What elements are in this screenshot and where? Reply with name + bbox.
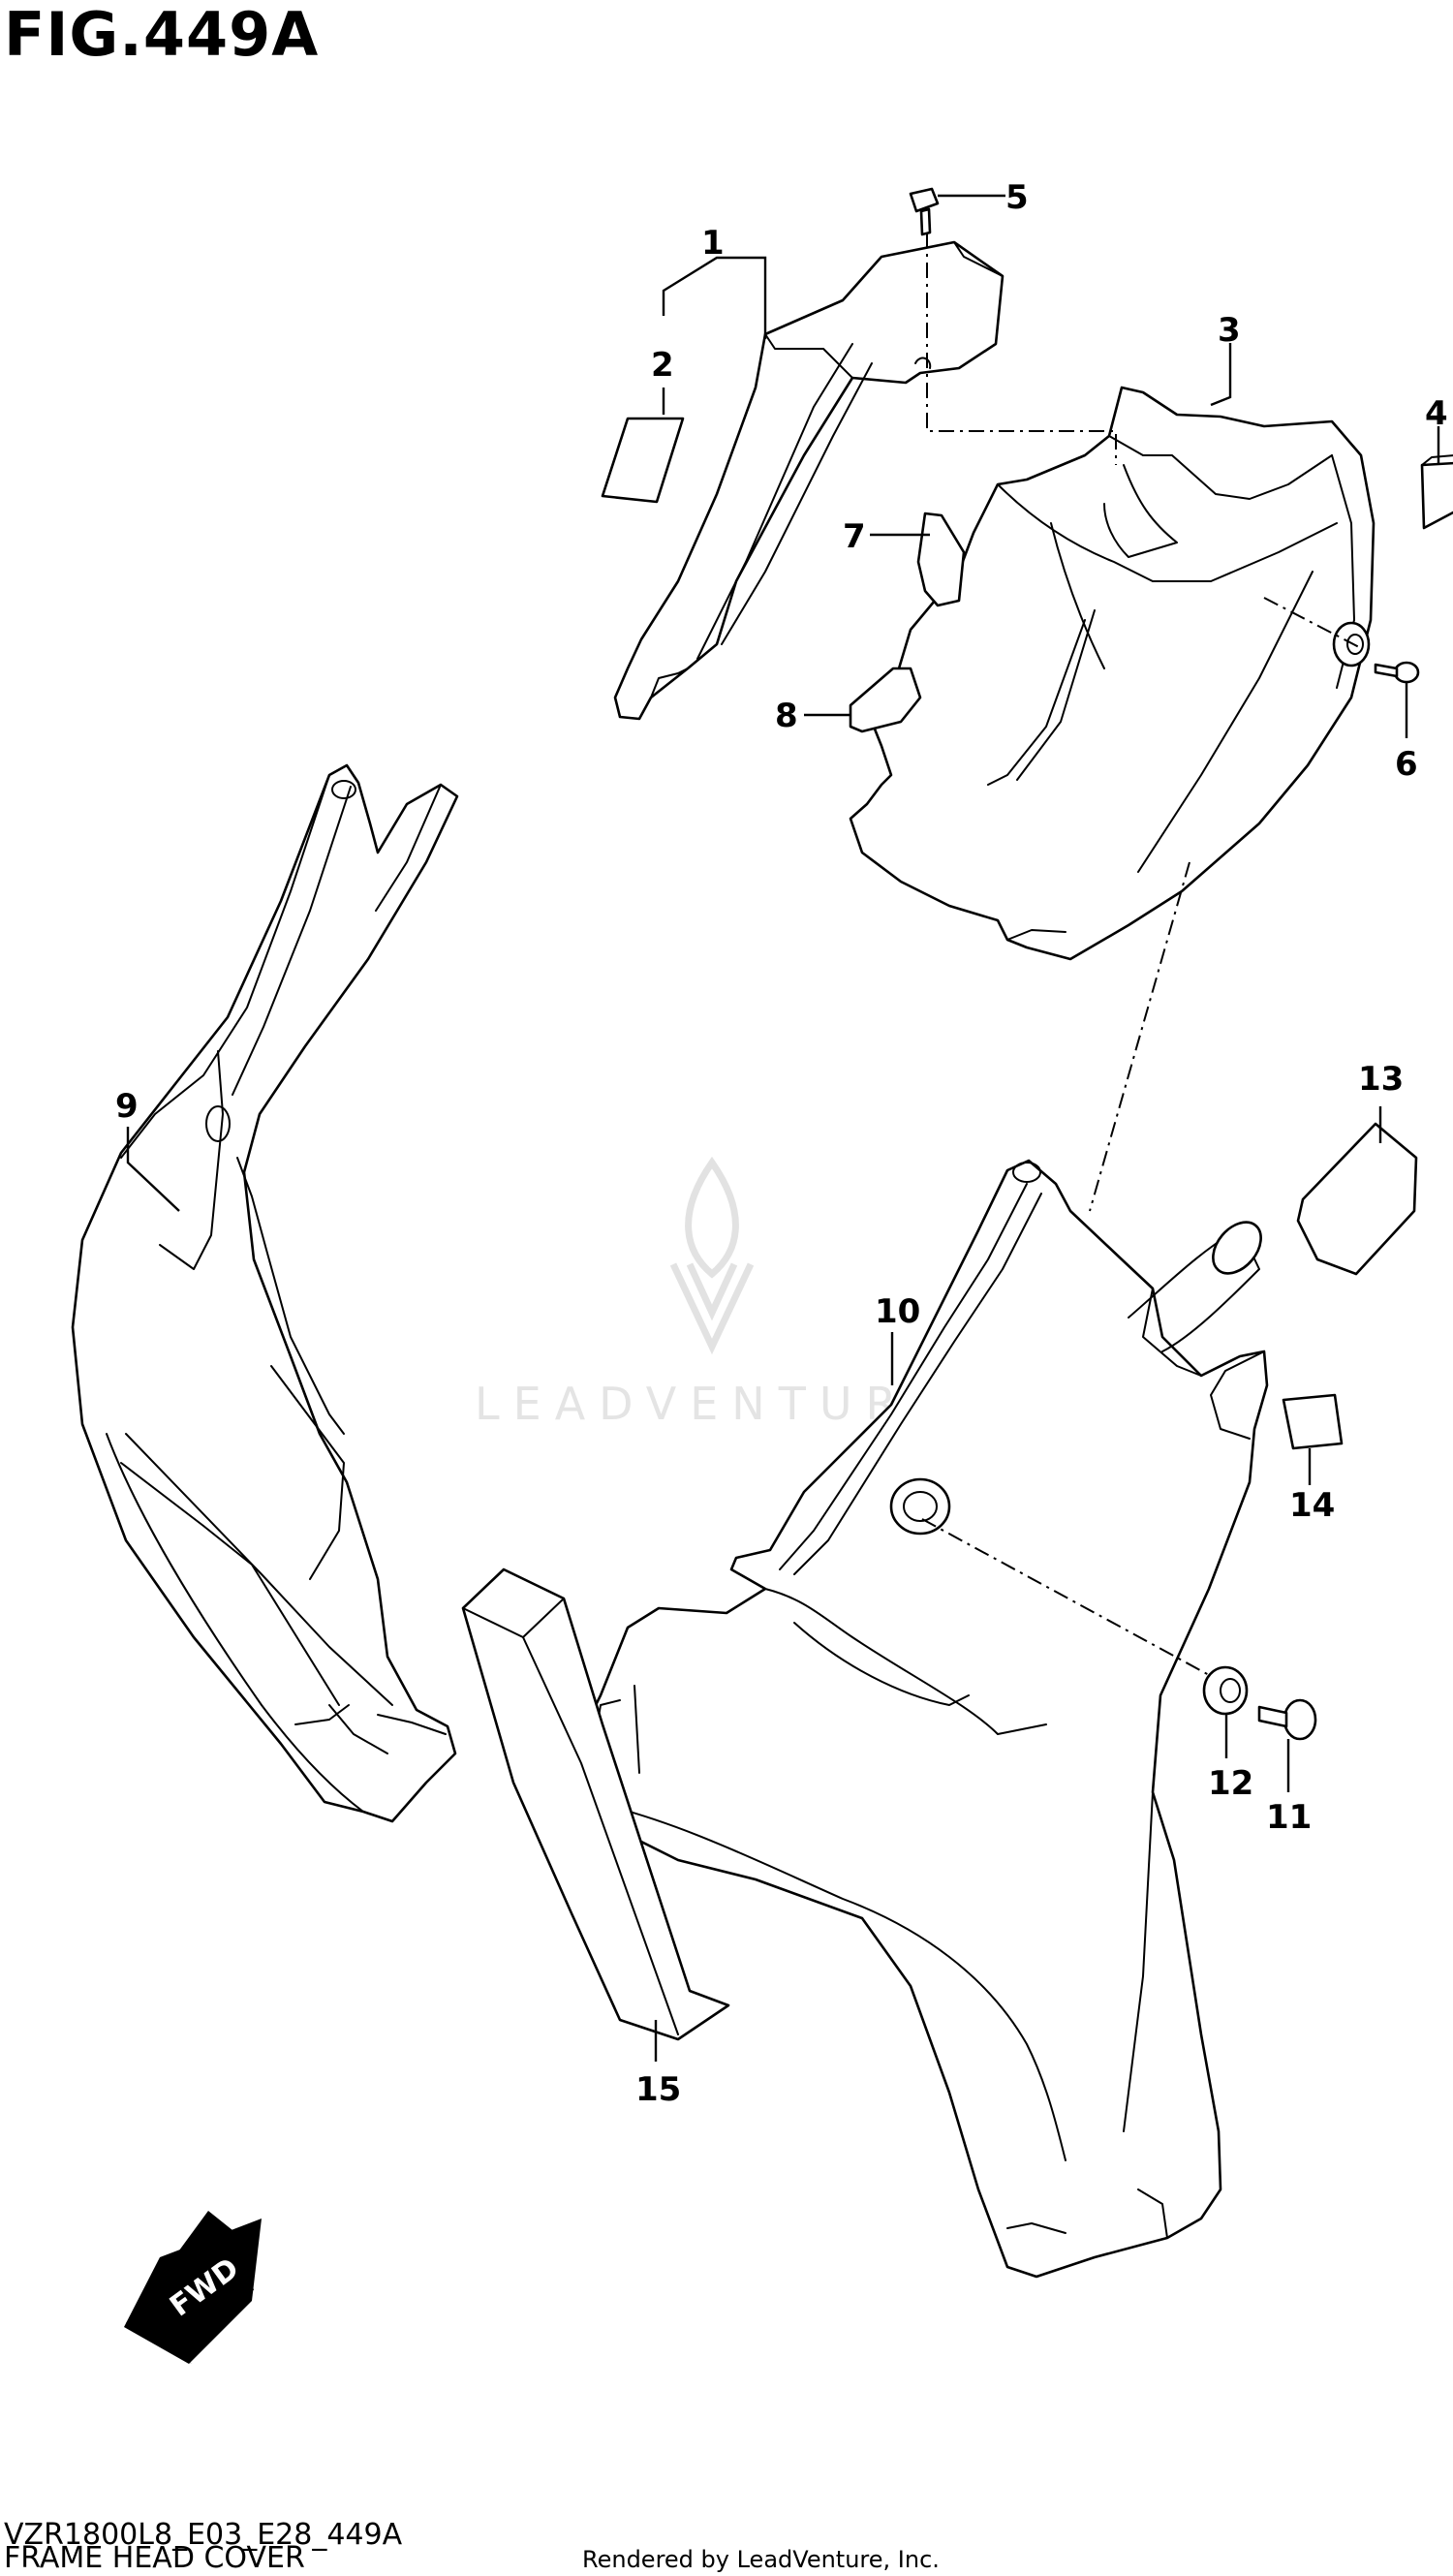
part-5-screw (909, 187, 940, 236)
callout-5: 5 (1005, 178, 1029, 217)
assembly-lines (921, 233, 1360, 1677)
part-6-screw (1374, 661, 1420, 684)
watermark-text: LEADVENTURE (475, 1378, 952, 1430)
callout-13: 13 (1358, 1060, 1404, 1099)
figure-title: FIG.449A (4, 0, 320, 70)
callout-7: 7 (843, 517, 866, 556)
callout-14: 14 (1289, 1486, 1335, 1525)
callout-1: 1 (701, 224, 725, 263)
part-12-grommet (1202, 1665, 1249, 1716)
callout-3: 3 (1218, 311, 1241, 350)
callout-4: 4 (1425, 394, 1448, 433)
callout-12: 12 (1208, 1764, 1253, 1803)
leadventure-logo-icon (669, 1156, 755, 1355)
fwd-arrow-icon: FWD (124, 2211, 262, 2364)
watermark: LEADVENTURE (475, 1156, 952, 1430)
callout-2: 2 (651, 346, 674, 385)
part-14-cushion (1282, 1393, 1344, 1450)
part-13-trim (1296, 1122, 1418, 1276)
part-15-side-strip (461, 1567, 730, 2041)
part-9-left-cover (71, 763, 459, 1823)
part-3-upper-cover (849, 386, 1376, 961)
part-11-bolt (1257, 1698, 1317, 1741)
callout-labels: 1 2 3 4 5 6 7 8 9 10 11 12 13 14 15 (115, 178, 1448, 2109)
callout-11: 11 (1266, 1798, 1312, 1837)
part-2-sticker (601, 417, 685, 504)
diagram-name: FRAME HEAD COVER (4, 2541, 305, 2575)
callout-15: 15 (635, 2070, 681, 2109)
part-1-inner-stay (613, 240, 1005, 721)
callout-10: 10 (875, 1292, 920, 1331)
callout-6: 6 (1395, 745, 1418, 784)
part-10-main-cover (584, 1159, 1269, 2279)
part-8-clip (849, 667, 922, 733)
part-7-clip (916, 512, 966, 607)
part-4-clip (1420, 454, 1453, 530)
callout-9: 9 (115, 1087, 139, 1126)
callout-8: 8 (775, 697, 798, 735)
leader-lines (126, 194, 1440, 2062)
model-code: VZR1800L8_E03_E28_449A (4, 2518, 403, 2552)
render-credit: Rendered by LeadVenture, Inc. (582, 2546, 940, 2573)
